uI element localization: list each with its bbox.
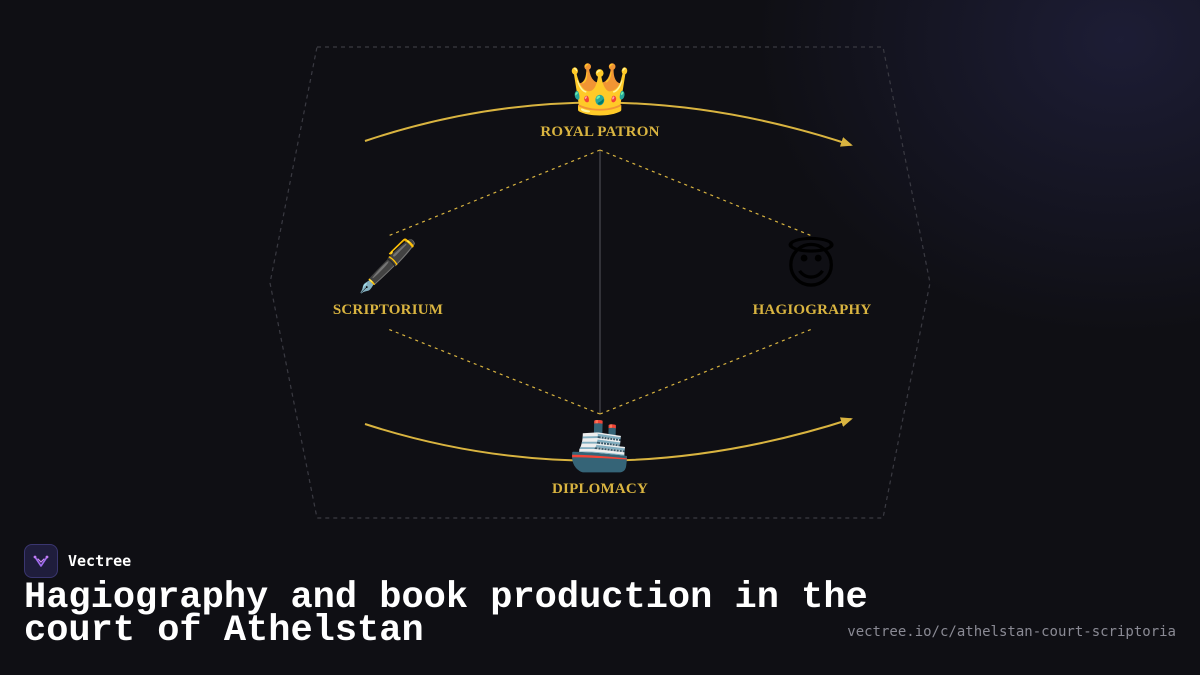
- connector-bottom-right: [599, 328, 813, 415]
- fountain-pen-icon: 🖋️: [356, 237, 420, 295]
- vectree-logo-icon: [24, 544, 58, 578]
- node-label-royal-patron: ROYAL PATRON: [540, 124, 660, 140]
- top-arc-arrow: [364, 101, 853, 147]
- node-label-hagiography: HAGIOGRAPHY: [752, 302, 872, 318]
- bottom-arc-arrow: [364, 417, 853, 462]
- diagram-frame: [269, 46, 931, 519]
- connector-top-left: [387, 149, 601, 237]
- crown-icon: 👑: [568, 60, 632, 118]
- diagram-canvas: [269, 46, 931, 519]
- node-label-scriptorium: SCRIPTORIUM: [332, 302, 444, 318]
- connector-bottom-left: [387, 328, 601, 415]
- brand[interactable]: Vectree: [24, 544, 131, 578]
- connector-top-right: [599, 149, 813, 237]
- halo-face-icon: 😇: [784, 237, 838, 295]
- node-label-diplomacy: DIPLOMACY: [552, 481, 648, 497]
- source-url[interactable]: vectree.io/c/athelstan-court-scriptoria: [847, 624, 1176, 640]
- brand-name: Vectree: [68, 552, 132, 570]
- page-title: Hagiography and book production in the c…: [24, 577, 868, 652]
- ship-icon: 🚢: [568, 416, 632, 474]
